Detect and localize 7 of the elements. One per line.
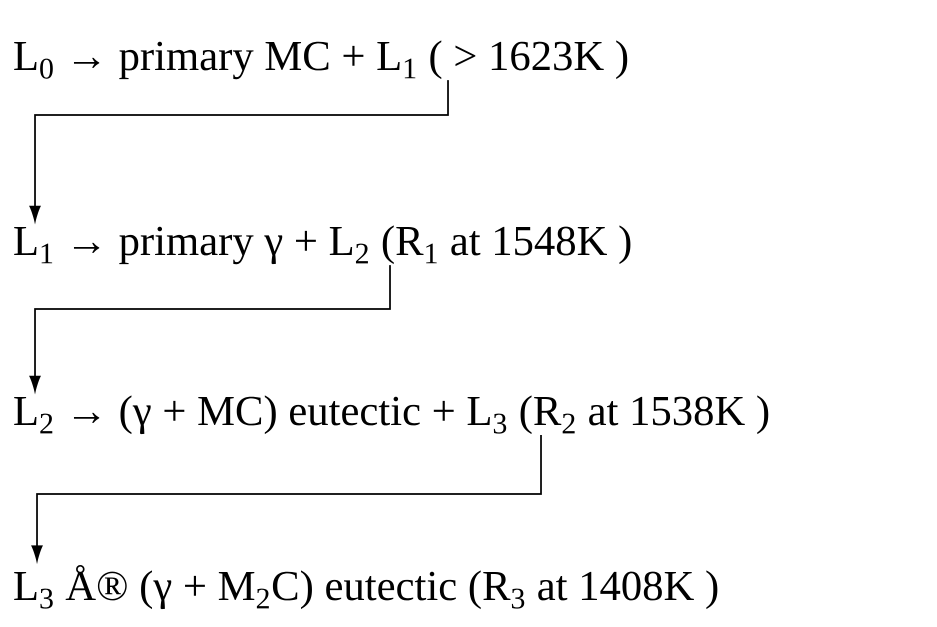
reaction-step: L$_{2}$ → (γ + MC) eutectic + L$_{3}$ (R$_{2}$ at 1538K ) (14, 395, 768, 434)
reaction-step: L$_{0}$ → primary MC + L$_{1}$ ( > 1623K ) (14, 40, 628, 80)
arrow (30, 265, 391, 392)
reaction-step: L$_{1}$ → primary γ + L$_{2}$ (R$_{1}$ at 1548K ) (14, 225, 630, 264)
arrow (30, 80, 449, 222)
arrow (32, 435, 542, 561)
reaction-step: L$_{3}$ Å® (γ + M$_{2}$C) eutectic (R$_{3}$ at 1408K ) (14, 565, 718, 610)
